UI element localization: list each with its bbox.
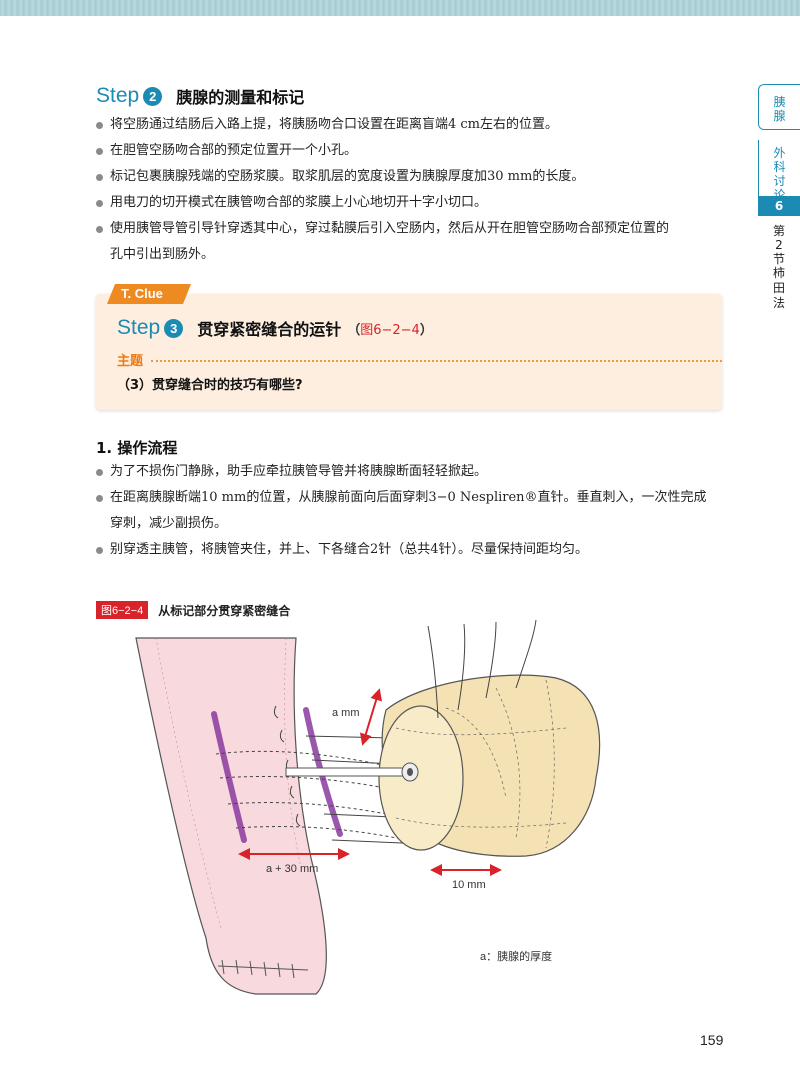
label-10mm: 10 mm	[452, 879, 486, 891]
sidebar-topic-tab[interactable]: 外科讨论	[758, 140, 800, 202]
step3-word: Step	[117, 316, 161, 339]
sidebar-method-label: 柿田法	[772, 266, 785, 310]
list-item: 为了不损伤门静脉，助手应牵拉胰管导管并将胰腺断面轻轻掀起。	[96, 459, 726, 485]
step3-heading: Step 3 贯穿紧密缝合的运针 （图6−2−4）	[117, 316, 433, 340]
pancreas-cut-surface	[378, 705, 464, 851]
step3-title: 贯穿紧密缝合的运针	[197, 320, 342, 339]
tclue-tag: T. Clue	[107, 284, 191, 304]
figure-legend: a：胰腺的厚度	[480, 949, 552, 963]
jejunum-shape	[135, 637, 327, 995]
list-item-continuation: 穿刺，减少副损伤。	[110, 516, 228, 531]
suture-illustration: a mm a + 30 mm 10 mm a：胰腺的厚度	[135, 619, 601, 995]
list-item: 使用胰管导管引导针穿透其中心，穿过黏膜后引入空肠内，然后从开在胆管空肠吻合部预定…	[96, 216, 726, 242]
label-a-mm: a mm	[332, 707, 360, 719]
pancreatic-duct-catheter	[285, 762, 419, 782]
section1-bullet-list: 为了不损伤门静脉，助手应牵拉胰管导管并将胰腺断面轻轻掀起。 在距离胰腺断端10 …	[96, 459, 726, 563]
sidebar-topic-label: 外科讨论	[773, 146, 786, 202]
sidebar-chapter-tab[interactable]: 胰腺	[758, 84, 800, 130]
sidebar-number-badge: 6	[758, 196, 800, 216]
label-a-plus-30mm: a + 30 mm	[266, 863, 318, 875]
figure-title: 从标记部分贯穿紧密缝合	[158, 603, 291, 618]
step2-number-badge: 2	[143, 86, 163, 106]
list-item: 用电刀的切开模式在胰管吻合部的浆膜上小心地切开十字小切口。	[96, 190, 726, 216]
figure-tag: 图6−2−4	[96, 601, 149, 619]
page-number: 159	[700, 1032, 724, 1048]
step2-word: Step	[96, 84, 140, 107]
theme-label: 主题	[117, 354, 144, 369]
list-item-continuation: 孔中引出到肠外。	[110, 247, 215, 262]
sidebar-chapter-label: 胰腺	[773, 95, 786, 123]
tclue-box	[96, 294, 722, 410]
list-item: 别穿透主胰管，将胰管夹住，并上、下各缝合2针（总共4针）。尽量保持间距均匀。	[96, 537, 726, 563]
step2-title: 胰腺的测量和标记	[176, 88, 305, 107]
figure-caption: 图6−2−4 从标记部分贯穿紧密缝合	[96, 601, 290, 619]
figure-citation: （图6−2−4）	[347, 322, 433, 338]
sidebar-method-tab: 柿田法	[758, 266, 800, 326]
step3-number-badge: 3	[164, 318, 184, 338]
arrow-a-mm	[360, 688, 382, 746]
sidebar-section-tab: 第2节	[758, 218, 800, 266]
figure-ref-link[interactable]: 图6−2−4	[360, 322, 420, 338]
step2-heading: Step 2 胰腺的测量和标记	[96, 84, 304, 108]
list-item: 在距离胰腺断端10 mm的位置，从胰腺前面向后面穿刺3−0 Nespliren®…	[96, 485, 726, 511]
theme-question: （3）贯穿缝合时的技巧有哪些?	[117, 378, 303, 393]
step2-bullet-list: 将空肠通过结肠后入路上提，将胰肠吻合口设置在距离盲端4 cm左右的位置。 在胆管…	[96, 112, 726, 268]
marking-left	[211, 711, 247, 843]
list-item: 在胆管空肠吻合部的预定位置开一个小孔。	[96, 138, 726, 164]
section-heading: 1. 操作流程	[96, 439, 178, 457]
top-decorative-band	[0, 0, 800, 16]
list-item: 将空肠通过结肠后入路上提，将胰肠吻合口设置在距离盲端4 cm左右的位置。	[96, 112, 726, 138]
list-item: 标记包裹胰腺残端的空肠浆膜。取浆肌层的宽度设置为胰腺厚度加30 mm的长度。	[96, 164, 726, 190]
theme-row: 主题	[117, 350, 722, 369]
sidebar-section-label: 第2节	[772, 224, 785, 266]
theme-dotted-rule	[151, 359, 722, 362]
